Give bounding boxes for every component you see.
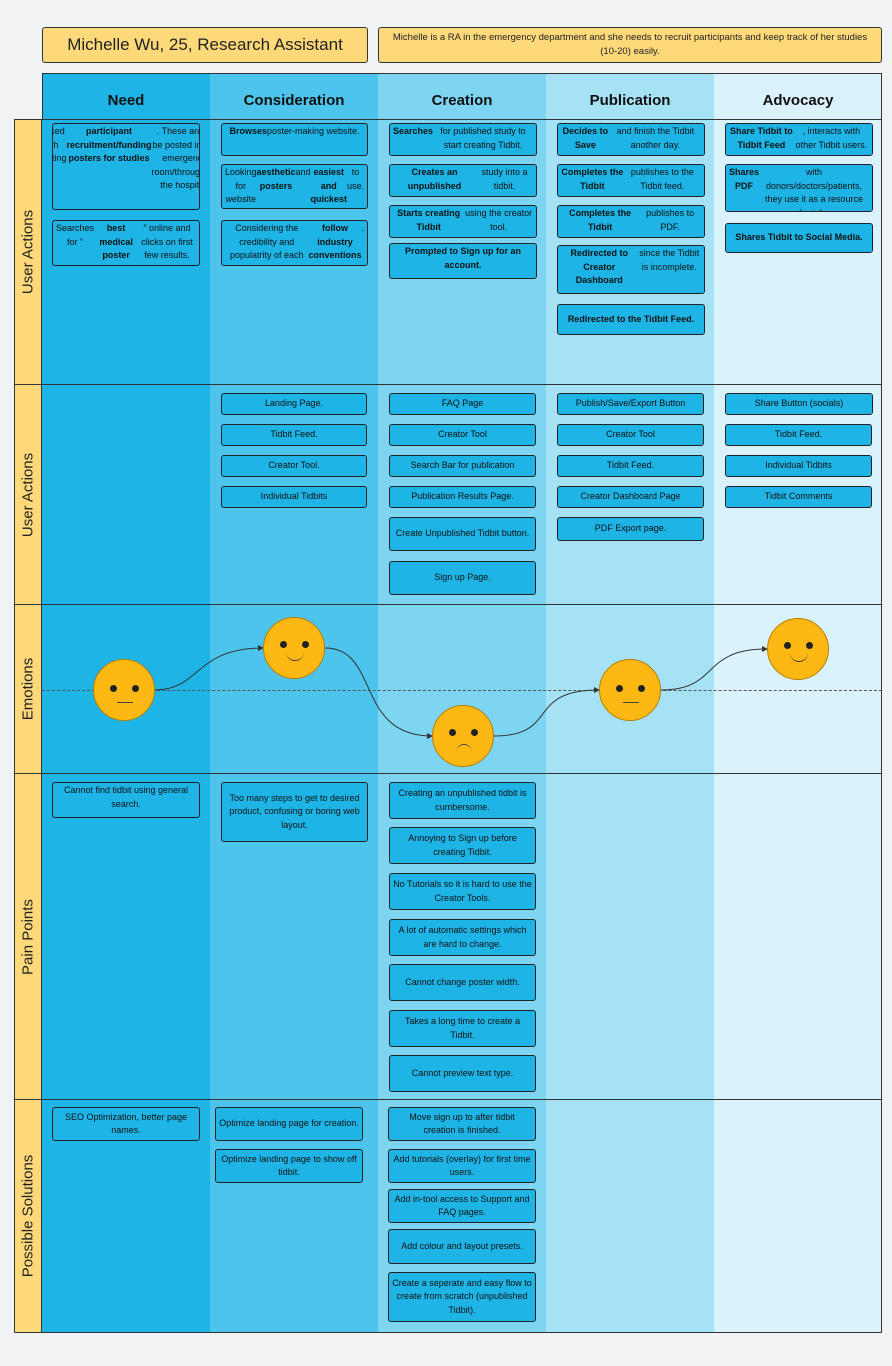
action-card: Searches for “best medical poster maker”… [52,220,200,266]
pain-point-card: No Tutorials so it is hard to use the Cr… [389,873,536,910]
action-card: Redirected to the Tidbit Feed. [557,304,705,335]
frame-bottom [14,1332,882,1333]
touchpoint-card: Tidbit Feed. [725,424,872,446]
touchpoint-card: Individual Tidbits [725,455,872,477]
sad-face-icon [432,705,494,767]
happy-face-icon [767,618,829,680]
pain-point-card: Takes a long time to create a Tidbit. [389,1010,536,1047]
pain-point-card: Cannot change poster width. [389,964,536,1001]
touchpoint-card: Individual Tidbits [221,486,367,508]
persona-box: Michelle Wu, 25, Research Assistant [42,27,368,63]
touchpoint-card: Sign up Page. [389,561,536,595]
action-card: Decides to Save and finish the Tidbit an… [557,123,705,156]
pain-point-card: Cannot find tidbit using general search. [52,782,200,818]
action-card: Completes the Tidbit publishes to the Ti… [557,164,705,197]
action-card: Share Tidbit to Tidbit Feed, interacts w… [725,123,873,156]
column-header-publication: Publication [589,91,671,109]
pain-point-card: Too many steps to get to desired product… [221,782,368,842]
row-divider [42,1099,882,1100]
touchpoint-card: Search Bar for publication [389,455,536,477]
touchpoint-card: Creator Tool [389,424,536,446]
pain-point-card: Creating an unpublished tidbit is cumber… [389,782,536,819]
row-divider [42,604,882,605]
row-divider [42,119,882,120]
neutral-face-icon [93,659,155,721]
action-card: Browses poster-making website. [221,123,368,156]
touchpoint-card: Share Button (socials) [725,393,873,415]
action-card: Prompted to Sign up for an account. [389,243,537,279]
action-card: Shares Tidbit to Social Media. [725,223,873,253]
touchpoint-card: Creator Tool [557,424,704,446]
row-label-emotions: Emotions [14,604,42,774]
pain-point-card: A lot of automatic settings which are ha… [389,919,536,956]
pain-point-card: Cannot preview text type. [389,1055,536,1092]
column-header-need: Need [107,91,145,109]
pain-point-card: Annoying to Sign up before creating Tidb… [389,827,536,864]
action-card: Creates an unpublished study into a tidb… [389,164,537,197]
action-card: Redirected to Creator Dashboard since th… [557,245,705,294]
row-divider [42,384,882,385]
action-card: Shares PDF with donors/doctors/patients,… [725,164,873,212]
touchpoint-card: PDF Export page. [557,517,704,541]
solution-card: Add colour and layout presets. [388,1229,536,1264]
column-advocacy-bg [714,73,882,1333]
persona-goal-box: Michelle is a RA in the emergency depart… [378,27,882,63]
column-header-advocacy: Advocacy [762,91,834,109]
touchpoint-card: FAQ Page [389,393,536,415]
action-card: Considering the credibility and populatr… [221,220,368,266]
touchpoint-card: Publication Results Page. [389,486,536,508]
row-label-touchpoints: User Actions [14,384,42,605]
solution-card: Optimize landing page to show off tidbit… [215,1149,363,1183]
action-card: Looking for website that has the most ae… [221,164,368,209]
action-card: Tasked with creating participant recruit… [52,123,200,210]
touchpoint-card: Tidbit Feed. [221,424,367,446]
touchpoint-card: Creator Dashboard Page [557,486,704,508]
action-card: Completes the Tidbit publishes to PDF. [557,205,705,238]
solution-card: Add in-tool access to Support and FAQ pa… [388,1189,536,1223]
solution-card: Optimize landing page for creation. [215,1107,363,1141]
column-header-creation: Creation [431,91,493,109]
action-card: Starts creating Tidbit using the creator… [389,205,537,238]
solution-card: Add tutorials (overlay) for first time u… [388,1149,536,1183]
touchpoint-card: Landing Page. [221,393,367,415]
emotion-baseline [42,690,882,691]
row-label-possible-solutions: Possible Solutions [14,1099,42,1333]
touchpoint-card: Publish/Save/Export Button [557,393,704,415]
touchpoint-card: Tidbit Comments [725,486,872,508]
touchpoint-card: Creator Tool. [221,455,367,477]
solution-card: Move sign up to after tidbit creation is… [388,1107,536,1141]
neutral-face-icon [599,659,661,721]
row-label-user-actions: User Actions [14,119,42,385]
row-divider [42,773,882,774]
happy-face-icon [263,617,325,679]
touchpoint-card: Create Unpublished Tidbit button. [389,517,536,551]
touchpoint-card: Tidbit Feed. [557,455,704,477]
solution-card: Create a seperate and easy flow to creat… [388,1272,536,1322]
row-label-pain-points: Pain Points [14,773,42,1100]
solution-card: SEO Optimization, better page names. [52,1107,200,1141]
column-header-consideration: Consideration [243,91,345,109]
frame-right [881,119,882,1333]
action-card: Searches for published study to start cr… [389,123,537,156]
